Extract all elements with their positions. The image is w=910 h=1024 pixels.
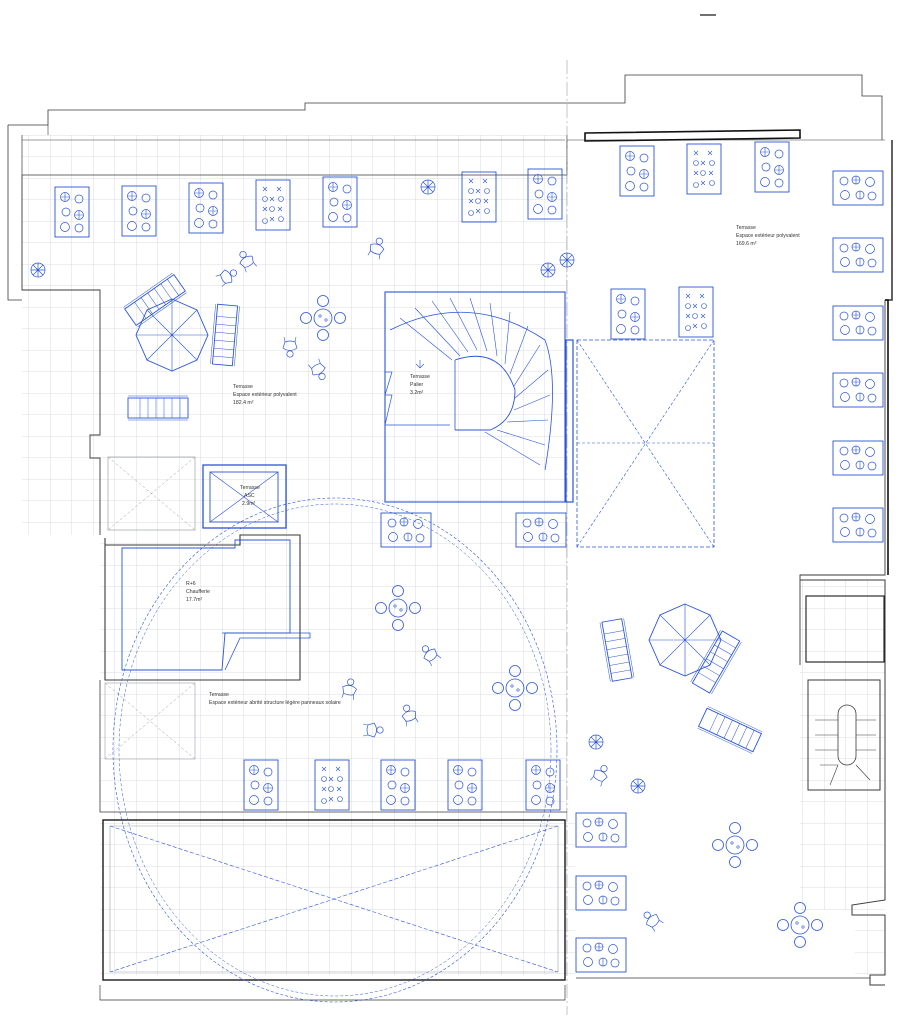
elevator-label-line1: Terrasse	[240, 485, 260, 491]
planter-icon	[686, 143, 722, 195]
spiral-stair: Terrasse Palier 3.2m²	[384, 291, 574, 503]
planter-icon	[575, 937, 627, 973]
planter-icon	[678, 286, 714, 338]
covered-terrace-label: Terrasse Espace extérieur abrité structu…	[209, 692, 341, 706]
planter-icon	[754, 141, 790, 193]
planter-icon	[832, 372, 884, 408]
terrace-east-label-line2: Espace extérieur polyvalent	[736, 233, 800, 239]
person-icon	[589, 761, 613, 788]
planter-icon	[832, 170, 884, 206]
landing-label-line1: Terrasse	[410, 374, 430, 380]
planter-icon	[575, 812, 627, 848]
parasol-icon	[648, 603, 722, 677]
terrace-west-label: Terrasse Espace extérieur polyvalent 182…	[233, 384, 297, 406]
elevator-shaft: Terrasse ASC 2.9m²	[107, 456, 287, 531]
boiler-label-line3: 17.7m²	[186, 597, 202, 603]
person-icon	[639, 907, 665, 933]
parasol-icon	[135, 298, 209, 372]
north-parapet	[7, 14, 885, 301]
boiler-label-line1: R+6	[186, 581, 196, 587]
solar-structure-south	[102, 819, 566, 981]
terrace-west-label-line1: Terrasse	[233, 384, 253, 390]
plant-icon	[588, 734, 604, 750]
east-stairwell	[805, 595, 885, 791]
planter-icon	[832, 440, 884, 476]
plant-icon	[630, 778, 646, 794]
covered-terrace-label-line2: Espace extérieur abrité structure légère…	[209, 700, 341, 706]
terrace-west-label-line3: 182.4 m²	[233, 400, 254, 406]
deck-chair-icon	[690, 629, 742, 695]
deck-chair-icon	[599, 617, 635, 683]
exterior-walls	[21, 60, 893, 1015]
plant-icon	[420, 179, 436, 195]
planter-icon	[832, 237, 884, 273]
terrace-east-label-line3: 169.6 m²	[736, 241, 757, 247]
plant-icon	[30, 262, 46, 278]
tile-grid	[22, 135, 885, 975]
planter-icon	[832, 507, 884, 543]
elevator-label-line3: 2.9m²	[242, 501, 256, 507]
boiler-room: R+6 Chaufferie 17.7m²	[104, 534, 311, 681]
covered-terrace-label-line1: Terrasse	[209, 692, 229, 698]
plant-icon	[540, 262, 556, 278]
terrace-west-label-line2: Espace extérieur polyvalent	[233, 392, 297, 398]
landing-label-line3: 3.2m²	[410, 390, 424, 396]
elevator-label: Terrasse ASC 2.9m²	[240, 485, 260, 507]
terrace-east-label-line1: Terrasse	[736, 225, 756, 231]
boiler-room-label: R+6 Chaufferie 17.7m²	[186, 581, 210, 603]
terrace-east-label: Terrasse Espace extérieur polyvalent 169…	[736, 225, 800, 247]
landing-label-line2: Palier	[410, 382, 424, 388]
planter-icon	[832, 305, 884, 341]
round-table-icon	[712, 822, 758, 868]
landing-label: Terrasse Palier 3.2m²	[410, 374, 430, 396]
swept-area-circle	[112, 497, 558, 1003]
planter-icon	[575, 875, 627, 911]
boiler-label-line2: Chaufferie	[186, 589, 210, 595]
covered-terrace-box	[99, 680, 567, 813]
deck-chair-icon	[697, 705, 763, 755]
plant-icon	[559, 252, 575, 268]
planter-icon	[619, 145, 655, 197]
planter-icon	[610, 288, 646, 340]
skylight-east	[576, 339, 715, 548]
elevator-label-line2: ASC	[244, 493, 255, 499]
planters-east-column	[610, 237, 884, 543]
